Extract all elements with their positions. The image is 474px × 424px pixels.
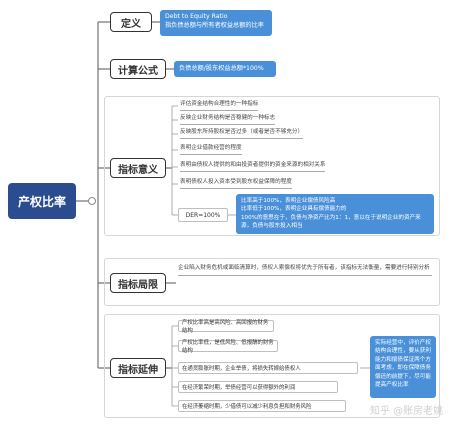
meaning-item: 反映股东所持股权是否过多（或者是否不够充分） bbox=[180, 129, 304, 139]
branch-limitation[interactable]: 指标局限 bbox=[110, 273, 166, 293]
der-line: 比率低于100%，表明企业具有偿债能力的 bbox=[241, 206, 347, 213]
definition-en-name: Debt to Equity Ratio bbox=[165, 13, 228, 20]
branch-formula-label: 计算公式 bbox=[118, 65, 158, 77]
branch-definition[interactable]: 定义 bbox=[110, 12, 152, 32]
formula-detail: 负债总额/股东权益总额*100% bbox=[174, 61, 276, 77]
branch-extension-label: 指标延伸 bbox=[118, 364, 158, 376]
der-line: 100%的意思在于，负债与净资产比为1：1，意以在于说明企业的资产来源，负债与股… bbox=[241, 214, 421, 230]
branch-definition-label: 定义 bbox=[121, 18, 141, 30]
der-node: DER=100% bbox=[178, 208, 228, 222]
meaning-item: 表明由债权人提供的和由投资者提供的资金来源的相对关系 bbox=[180, 162, 326, 172]
limitation-group-frame bbox=[104, 258, 440, 306]
der-explanation: 比率高于100%，表明企业偿债风险高 比率低于100%，表明企业具有偿债能力的 … bbox=[236, 194, 434, 234]
der-label: DER=100% bbox=[185, 211, 221, 219]
branch-meaning-label: 指标意义 bbox=[118, 164, 158, 176]
definition-text: 指负债总额与所有者权益总额的比率 bbox=[165, 21, 264, 29]
meaning-group-frame bbox=[104, 96, 440, 236]
limitation-text: 企业陷入财务危机或面临清算时，债权人索偿权将优先于所有者，该指标无法衡量，需要进… bbox=[178, 264, 432, 276]
extension-group-frame bbox=[104, 314, 440, 418]
extension-item: 在经济萎缩时期，少借债可以减少利息负担和财务风险 bbox=[178, 400, 346, 412]
branch-extension[interactable]: 指标延伸 bbox=[110, 358, 166, 378]
extension-item: 在通货膨胀时期，企业举债，将损失转嫁给债权人 bbox=[178, 362, 358, 374]
extension-item: 产权比率低，是低风险、低报酬的财务结构 bbox=[178, 340, 278, 354]
collapse-toggle[interactable] bbox=[88, 197, 96, 205]
watermark: 知乎 @账房老姚 bbox=[370, 406, 444, 417]
meaning-item: 表明债权人投入资本受到股东权益保障的程度 bbox=[180, 179, 292, 189]
extension-item: 在经济繁荣时期，举债经营可以获得额外的利润 bbox=[178, 381, 338, 393]
meaning-item: 反映企业财务结构是否稳健的一种标志 bbox=[180, 115, 276, 125]
extension-summary: 实际经营中，评价产权结构合理性，要从获利能力和偿债保证两个方面考虑，即在保障债务… bbox=[370, 336, 436, 398]
branch-meaning[interactable]: 指标意义 bbox=[110, 158, 166, 178]
meaning-item: 表明企业借款经营的程度 bbox=[180, 145, 242, 155]
formula-text: 负债总额/股东权益总额*100% bbox=[179, 64, 264, 72]
root-node[interactable]: 产权比率 bbox=[8, 183, 76, 219]
branch-formula[interactable]: 计算公式 bbox=[110, 59, 166, 79]
extension-item: 产权比率高是高风险、高回报的财务结构 bbox=[178, 320, 274, 334]
root-label: 产权比率 bbox=[17, 194, 66, 209]
extension-summary-text: 实际经营中，评价产权结构合理性，要从获利能力和偿债保证两个方面考虑，即在保障债务… bbox=[375, 340, 431, 388]
branch-limitation-label: 指标局限 bbox=[118, 279, 158, 291]
der-line: 比率高于100%，表明企业偿债风险高 bbox=[241, 198, 336, 204]
definition-detail: Debt to Equity Ratio 指负债总额与所有者权益总额的比率 bbox=[160, 10, 272, 36]
meaning-item: 评估资金结构合理性的一种指标 bbox=[180, 101, 259, 111]
